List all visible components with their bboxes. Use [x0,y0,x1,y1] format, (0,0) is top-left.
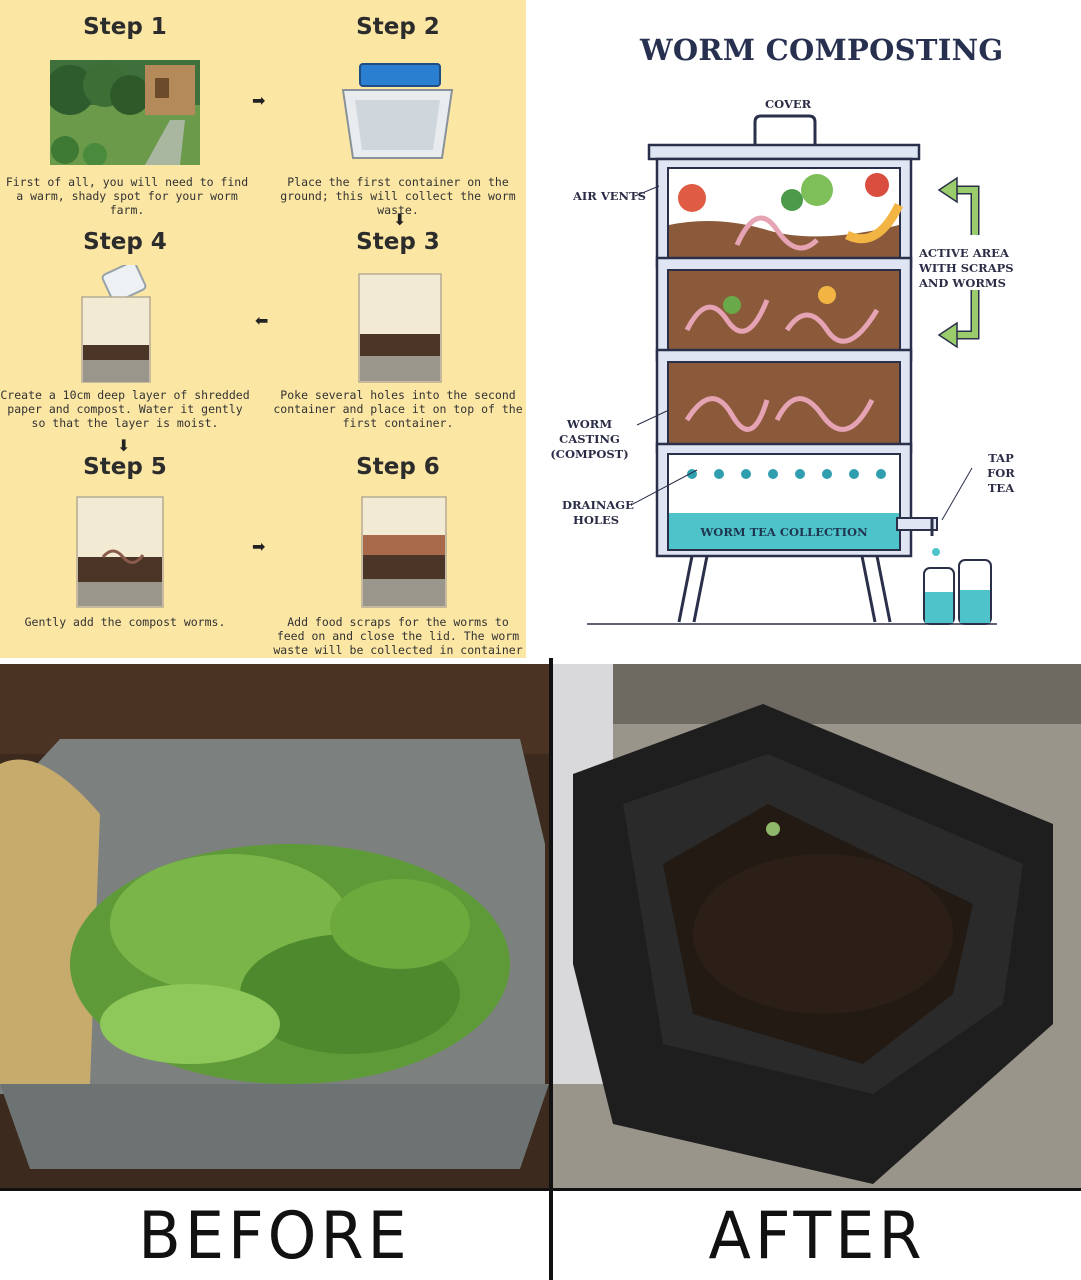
label-tap-for-tea: TAP FOR TEA [987,451,1015,495]
step-5-text: Gently add the compost worms. [24,615,226,629]
steps-panel: Step 1 ➡ First of all, you will need to … [0,0,526,658]
arrow-right-icon: ➡ [252,537,266,556]
horizontal-divider [0,658,1081,664]
bin-with-greens-image [0,664,549,1188]
label-worm-tea-collection: WORM TEA COLLECTION [700,525,868,539]
step-2-text: Place the first container on the ground;… [280,175,516,217]
worm-composting-diagram: WORM COMPOSTING [527,0,1081,658]
step-1-text: First of all, you will need to find a wa… [5,175,249,217]
label-drainage-holes: DRAINAGE HOLES [562,498,634,527]
composter-illustration [587,114,997,625]
step-6-text: Add food scraps for the worms to feed on… [273,615,523,658]
label-cover: COVER [765,97,812,111]
step-5-title: Step 5 [83,454,167,480]
jar-watering-image [81,265,151,383]
before-caption: BEFORE [138,1197,411,1274]
arrow-right-icon: ➡ [252,91,266,110]
arrow-down-icon: ⬇ [117,436,131,455]
jar-layers-image [358,273,442,383]
step-3-text: Poke several holes into the second conta… [273,388,523,430]
before-caption-box: BEFORE [0,1188,549,1280]
jar-worms-image [76,496,164,608]
before-photo [0,664,549,1188]
after-caption-box: AFTER [553,1188,1081,1280]
step-1-title: Step 1 [83,14,167,40]
step-2-title: Step 2 [356,14,440,40]
vertical-divider [549,658,553,1280]
step-3-title: Step 3 [356,229,440,255]
label-active-area: ACTIVE AREA WITH SCRAPS AND WORMS [919,246,1014,290]
bin-with-compost-image [553,664,1081,1188]
step-6-title: Step 6 [356,454,440,480]
diagram-title: WORM COMPOSTING [640,33,1004,67]
arrow-left-icon: ⬅ [255,311,269,330]
after-photo [553,664,1081,1188]
container-image [341,63,454,159]
after-caption: AFTER [708,1197,926,1274]
label-air-vents: AIR VENTS [573,189,646,203]
label-worm-casting: WORM CASTING (COMPOST) [550,417,629,461]
jar-scraps-image [361,496,447,608]
step-4-title: Step 4 [83,229,167,255]
step-4-text: Create a 10cm deep layer of shredded pap… [0,388,250,430]
garden-image [50,60,200,165]
arrow-down-icon: ⬇ [393,210,407,229]
